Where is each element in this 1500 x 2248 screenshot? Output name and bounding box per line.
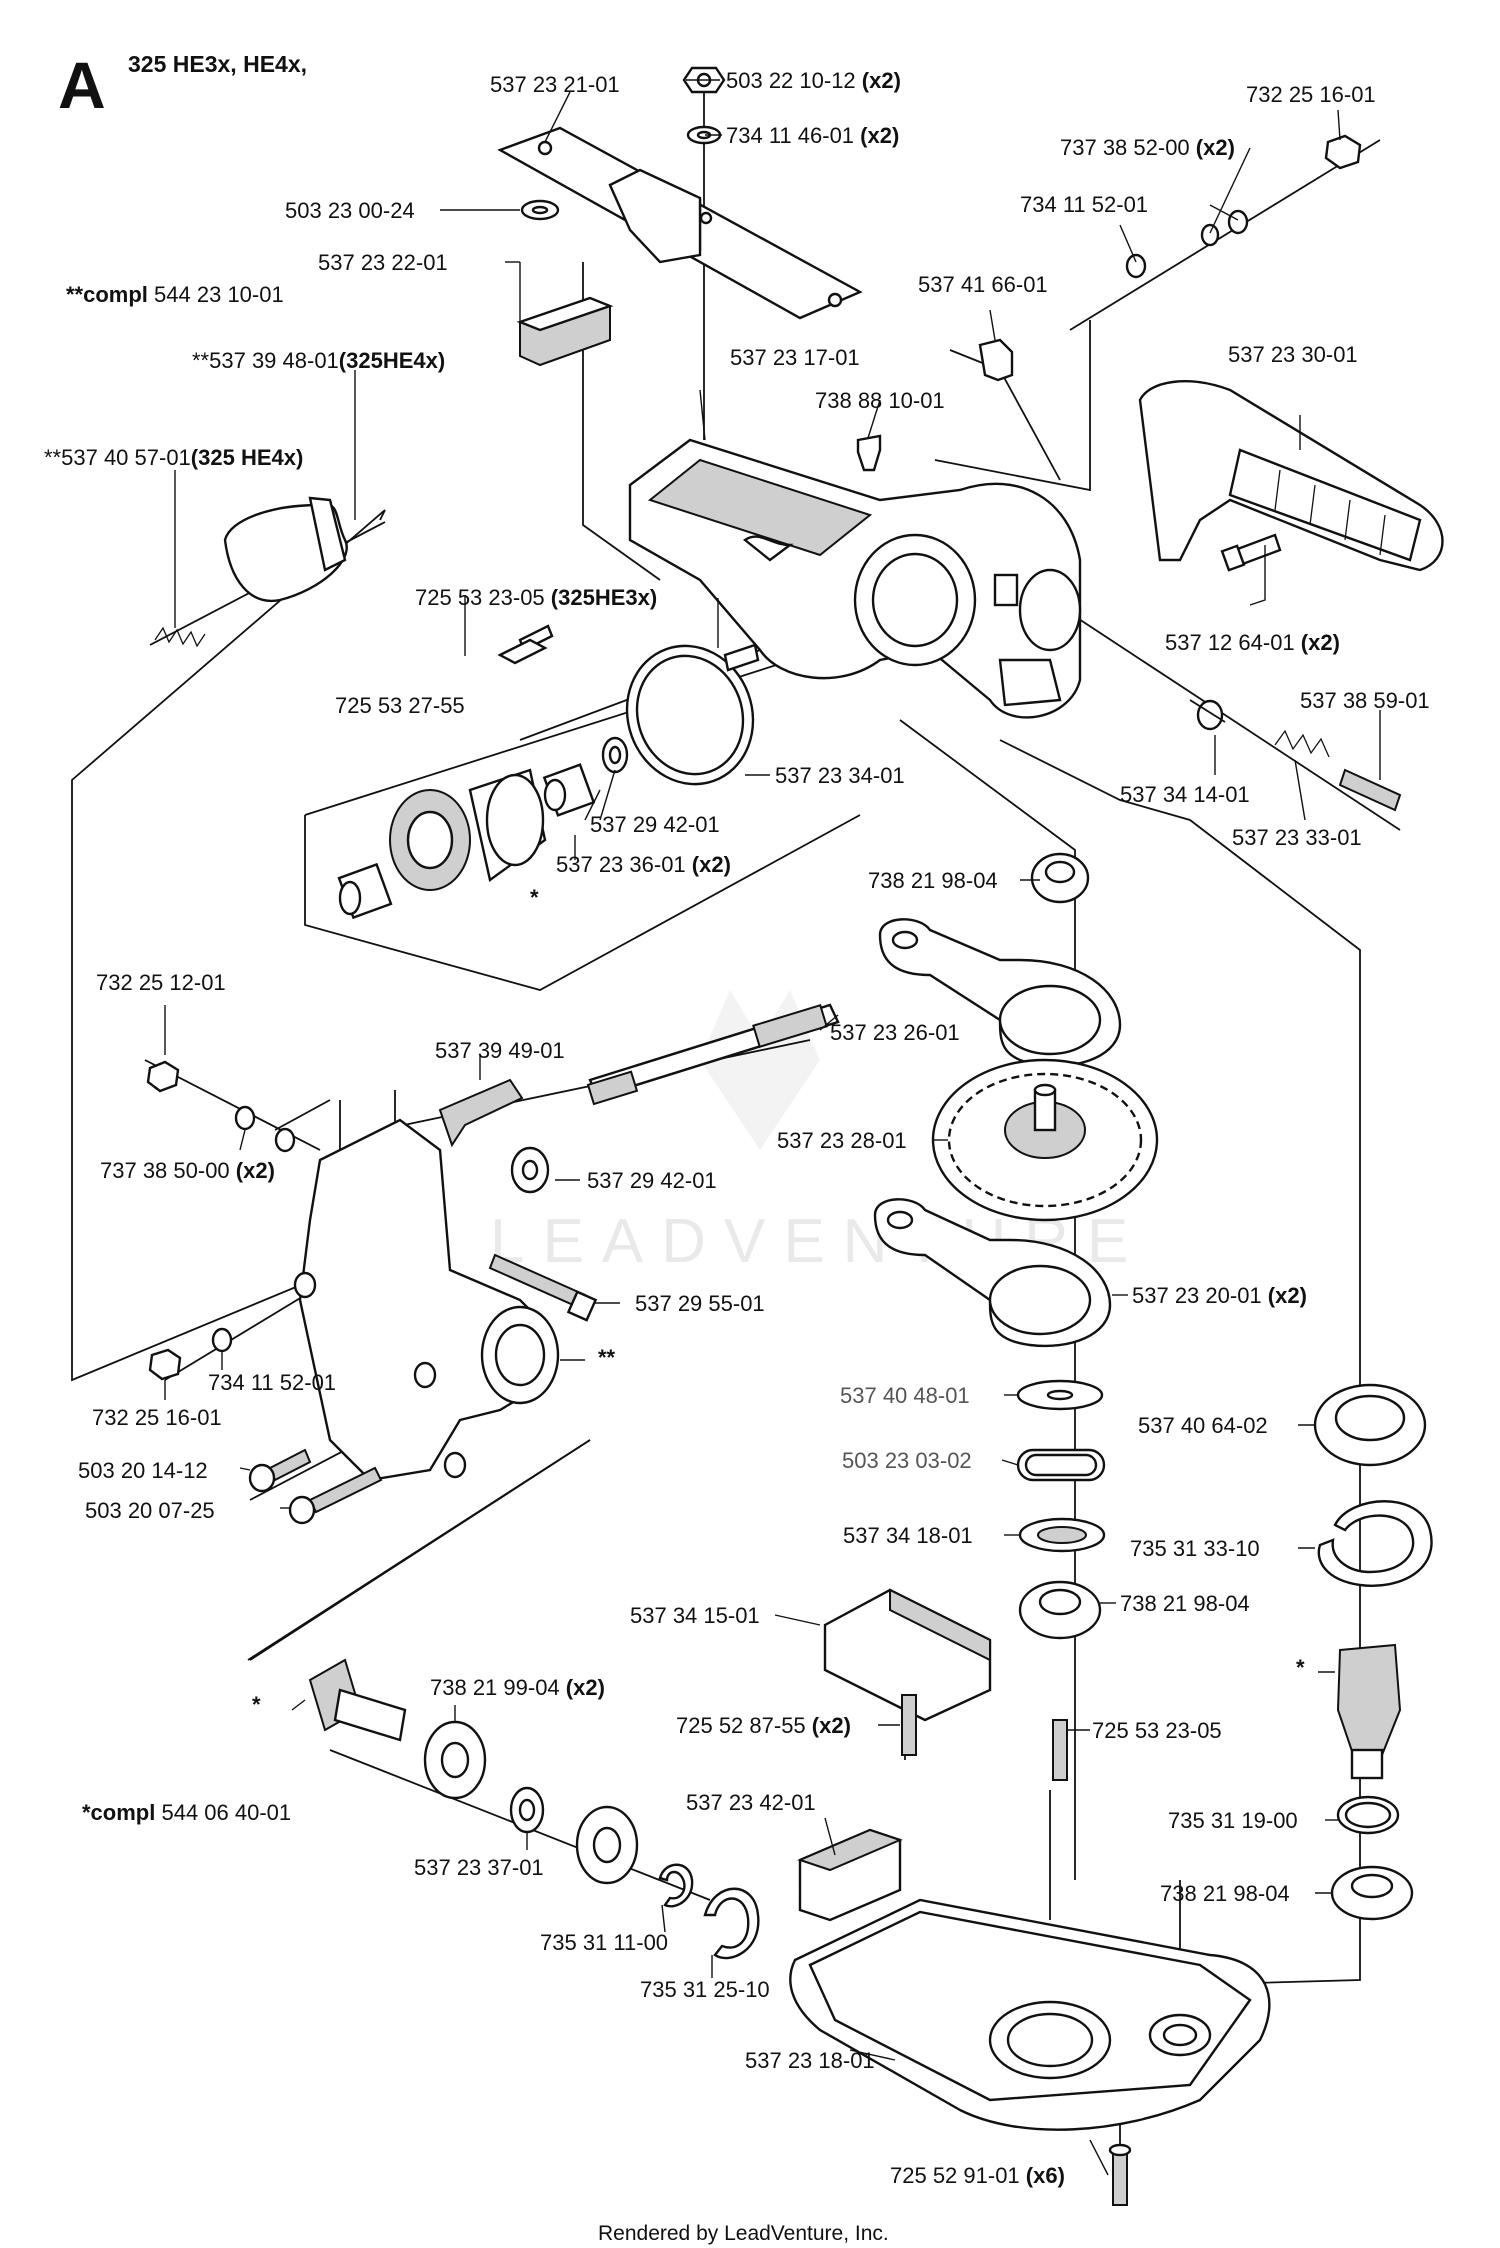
gear-housing-part [298,1118,552,1482]
spring-part [154,626,206,648]
callout-label: 537 34 18-01 [843,1523,973,1548]
callout-label: 503 23 00-24 [285,198,415,223]
callout-label: 738 21 99-04 (x2) [430,1675,605,1700]
screw-part [1112,2149,1128,2206]
callout-label: 537 41 66-01 [918,272,1048,297]
callout-label: 732 25 16-01 [1246,82,1376,107]
callout-labels: 537 23 21-01 503 22 10-12 (x2) 734 11 46… [44,68,1430,2188]
plate-part [497,638,548,665]
callout-label: 503 22 10-12 (x2) [726,68,901,93]
callout-label: 537 40 64-02 [1138,1413,1268,1438]
nut-part [146,1060,180,1093]
callout-label: 537 23 26-01 [830,1020,960,1045]
section-letter: A [58,48,106,122]
star-mark: * [1296,1655,1305,1680]
model-heading: 325 HE3x, HE4x, [128,51,307,77]
nut-part [148,1348,182,1381]
callout-label: **537 39 48-01(325HE4x) [192,348,445,373]
callout-label: 537 23 36-01 (x2) [556,852,731,877]
callout-label: 738 88 10-01 [815,388,945,413]
screw-part [901,1694,917,1756]
circlip-part [703,1887,760,1960]
kit-note: *compl 544 06 40-01 [82,1800,291,1825]
callout-label: 735 31 25-10 [640,1977,770,2002]
callout-label: 537 29 55-01 [635,1291,765,1316]
callout-label: 503 23 03-02 [842,1448,972,1473]
callout-label: 537 40 48-01 [840,1383,970,1408]
screw-part [268,1448,312,1482]
kit-note: **compl 544 23 10-01 [66,282,284,307]
callout-label: 732 25 16-01 [92,1405,222,1430]
callout-label: 735 31 19-00 [1168,1808,1298,1833]
callout-label: 537 23 22-01 [318,250,448,275]
callout-label: 537 34 14-01 [1120,782,1250,807]
callout-label: 537 38 59-01 [1300,688,1430,713]
callout-label: 725 52 91-01 (x6) [890,2163,1065,2188]
callout-label: 537 23 37-01 [414,1855,544,1880]
spur-gear-part [931,1058,1159,1222]
kit-notes: **compl 544 23 10-01 *compl 544 06 40-01… [66,282,1305,1825]
callout-label: 725 53 23-05 (325HE3x) [415,585,657,610]
callout-label: 537 12 64-01 (x2) [1165,630,1340,655]
callout-label: 537 23 21-01 [490,72,620,97]
callout-label: 537 34 15-01 [630,1603,760,1628]
callout-label: 537 23 20-01 (x2) [1132,1283,1307,1308]
screw-part [308,1466,383,1514]
callout-label: 734 11 52-01 [208,1370,336,1395]
callout-label: 537 23 30-01 [1228,342,1358,367]
screw-part [1052,1719,1068,1781]
spring-part [1274,729,1330,758]
screw-part [723,643,760,672]
callout-label: 725 53 27-55 [335,693,465,718]
callout-label: 503 20 07-25 [85,1498,215,1523]
circlip-part [658,1863,694,1908]
pinion-part [1336,1643,1402,1761]
callout-label: 537 23 42-01 [686,1790,816,1815]
leader-lines [164,79,1381,2176]
lever-part [1338,768,1402,812]
callout-label: 537 23 33-01 [1232,825,1362,850]
breather-part [978,338,1014,382]
star-mark: ** [598,1345,616,1370]
callout-label: 537 29 42-01 [590,812,720,837]
clip-part [438,1078,524,1148]
callout-label: 537 23 28-01 [777,1128,907,1153]
callout-label: 537 29 42-01 [587,1168,717,1193]
callout-label: 738 21 98-04 [1160,1881,1290,1906]
callout-label: 735 31 11-00 [540,1930,668,1955]
callout-label: 738 21 98-04 [1120,1591,1250,1616]
callout-label: 734 11 52-01 [1020,192,1148,217]
circlip-part [1317,1500,1433,1587]
nut-part [1324,134,1362,170]
callout-label: 732 25 12-01 [96,970,226,995]
callout-label: 725 52 87-55 (x2) [676,1713,851,1738]
callout-label: 737 38 52-00 (x2) [1060,135,1235,160]
callout-label: 537 23 18-01 [745,2048,875,2073]
bolt-part [856,434,882,472]
callout-label: 738 21 98-04 [868,868,998,893]
callout-label: 503 20 14-12 [78,1458,208,1483]
star-mark: * [530,885,539,910]
parts [146,66,1444,2206]
callout-label: **537 40 57-01(325 HE4x) [44,445,303,470]
star-mark: * [252,1692,261,1717]
callout-label: 725 53 23-05 [1092,1718,1222,1743]
callout-label: 537 23 17-01 [730,345,860,370]
callout-label: 735 31 33-10 [1130,1536,1260,1561]
render-credit: Rendered by LeadVenture, Inc. [598,2222,889,2245]
callout-label: 737 38 50-00 (x2) [100,1158,275,1183]
callout-label: 537 23 34-01 [775,763,905,788]
callout-label: 734 11 46-01 (x2) [726,123,899,148]
callout-label: 537 39 49-01 [435,1038,565,1063]
pin-part [1196,699,1224,731]
